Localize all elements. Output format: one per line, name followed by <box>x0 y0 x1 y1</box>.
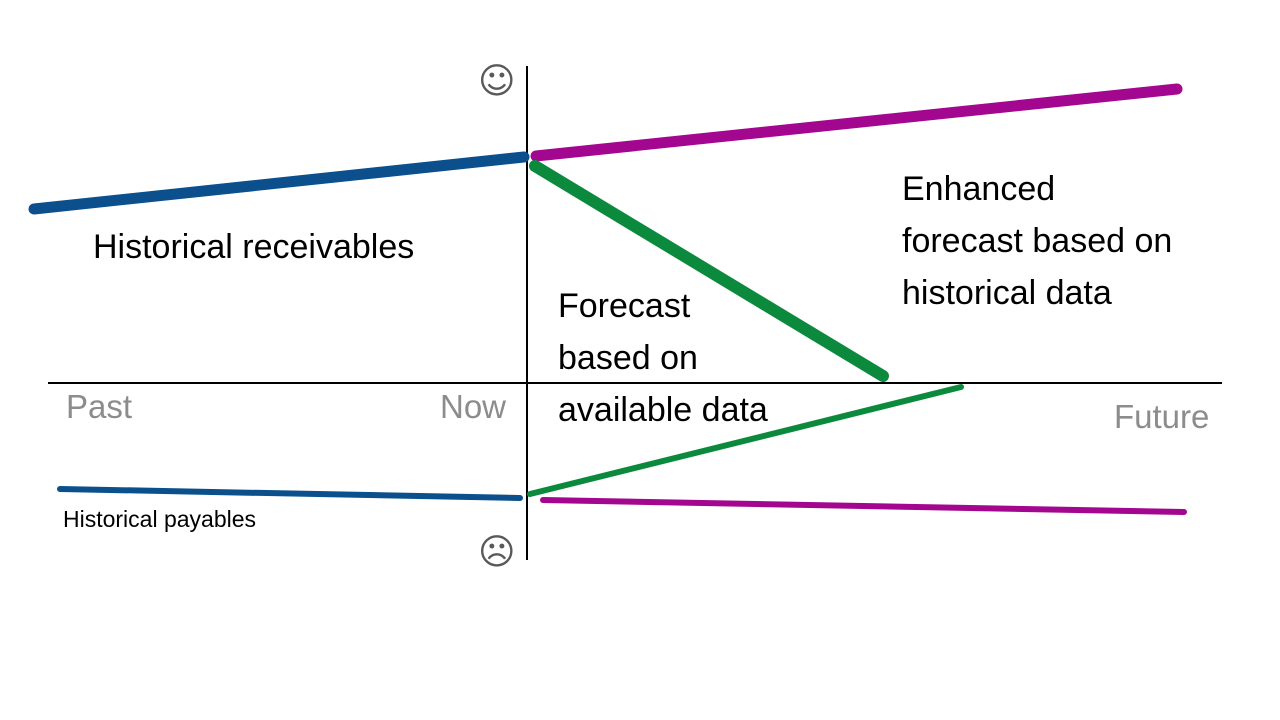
historical-payables-label: Historical payables <box>63 506 257 532</box>
now-label: Now <box>440 388 507 425</box>
historical-receivables-label: Historical receivables <box>93 228 415 266</box>
available-forecast-payables-line <box>527 384 964 497</box>
future-label: Future <box>1114 398 1210 435</box>
historical-payables-line <box>57 486 523 501</box>
enhanced-forecast-payables-line <box>540 497 1187 515</box>
sad-face-icon: ☹ <box>478 532 516 573</box>
past-label: Past <box>66 388 133 425</box>
historical-receivables-line <box>28 151 530 215</box>
forecast-available-data-label: Forecast based on available data <box>558 287 768 429</box>
enhanced-forecast-label: Enhanced forecast based on historical da… <box>902 170 1173 312</box>
happy-face-icon: ☺ <box>478 61 516 102</box>
available-forecast-receivables-line <box>529 160 889 382</box>
enhanced-forecast-receivables-line <box>530 83 1183 162</box>
